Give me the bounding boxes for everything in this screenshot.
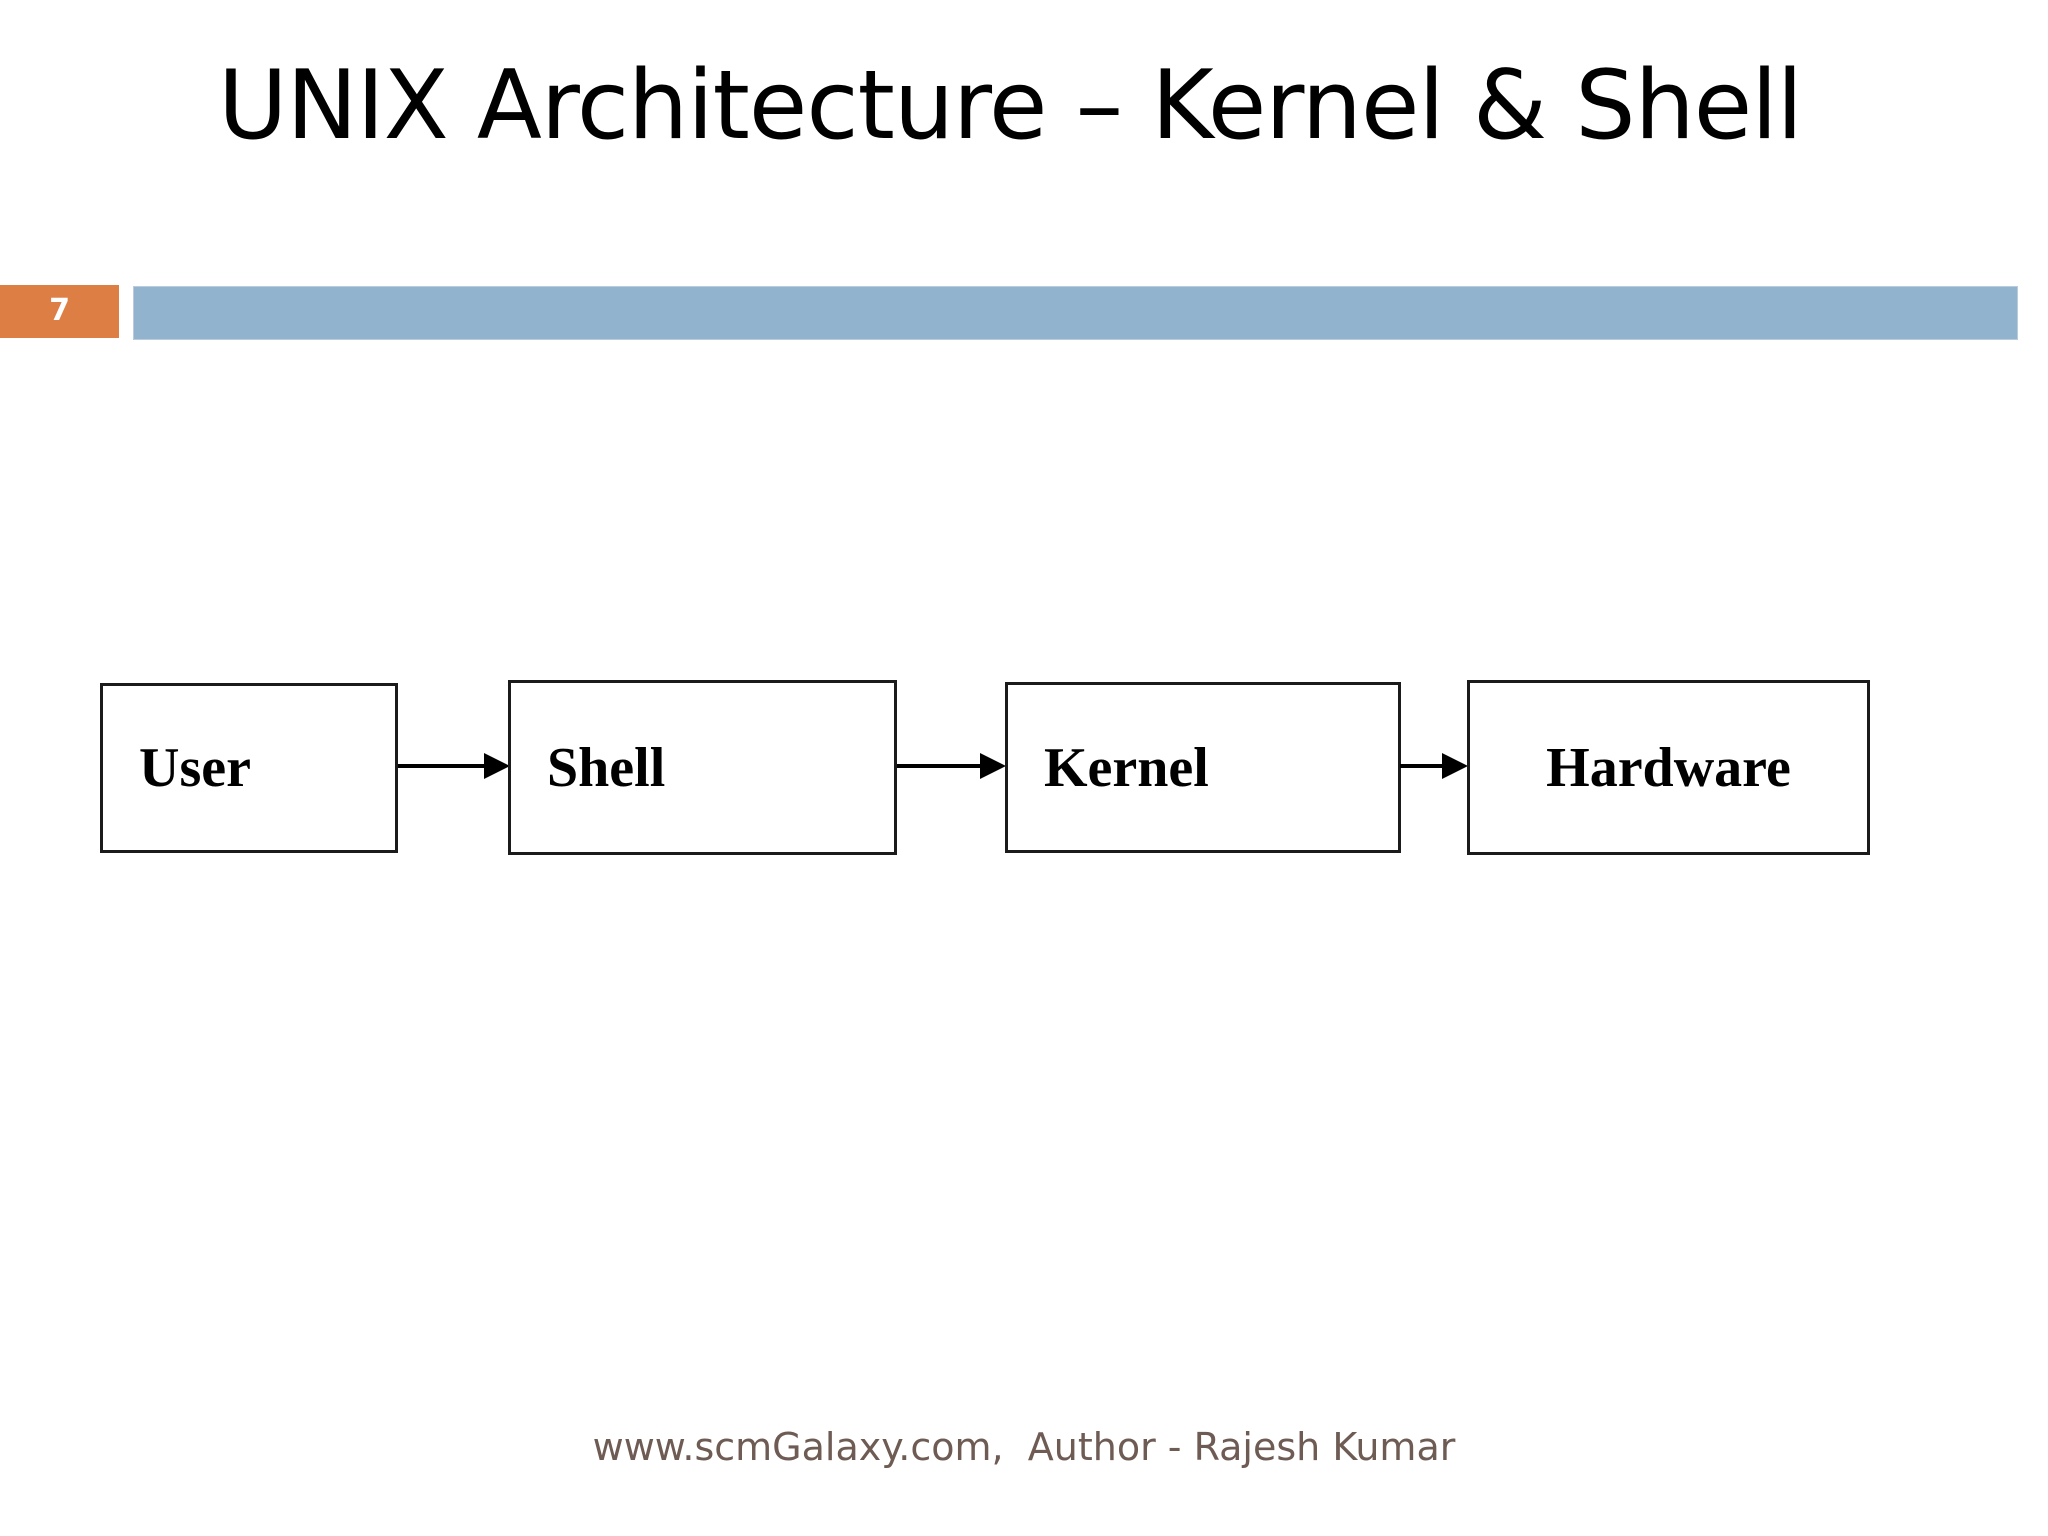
diagram-arrow-shell-to-kernel — [897, 748, 1007, 784]
page-title: UNIX Architecture – Kernel & Shell — [217, 51, 1803, 161]
diagram-node-shell[interactable]: Shell — [508, 680, 897, 855]
arrow-shaft — [398, 764, 488, 768]
arrow-shaft — [897, 764, 984, 768]
diagram-arrow-user-to-shell — [398, 748, 511, 784]
slide-footer-credit: www.scmGalaxy.com, Author - Rajesh Kumar — [592, 1425, 1456, 1469]
diagram-node-kernel-label: Kernel — [1044, 736, 1209, 799]
diagram-node-hardware[interactable]: Hardware — [1467, 680, 1870, 855]
diagram-node-user[interactable]: User — [100, 683, 398, 853]
diagram-node-shell-label: Shell — [547, 736, 666, 799]
header-band: 7 — [0, 285, 2048, 342]
diagram-node-hardware-label: Hardware — [1546, 736, 1791, 799]
diagram-node-user-label: User — [139, 737, 251, 799]
arrow-head-icon — [980, 753, 1006, 779]
page-number-badge: 7 — [0, 285, 119, 338]
diagram-node-kernel[interactable]: Kernel — [1005, 682, 1401, 853]
diagram-arrow-kernel-to-hardware — [1400, 748, 1470, 784]
arrow-shaft — [1400, 764, 1446, 768]
arrow-head-icon — [1442, 753, 1468, 779]
arrow-head-icon — [484, 753, 510, 779]
header-divider-rule — [133, 286, 2018, 340]
